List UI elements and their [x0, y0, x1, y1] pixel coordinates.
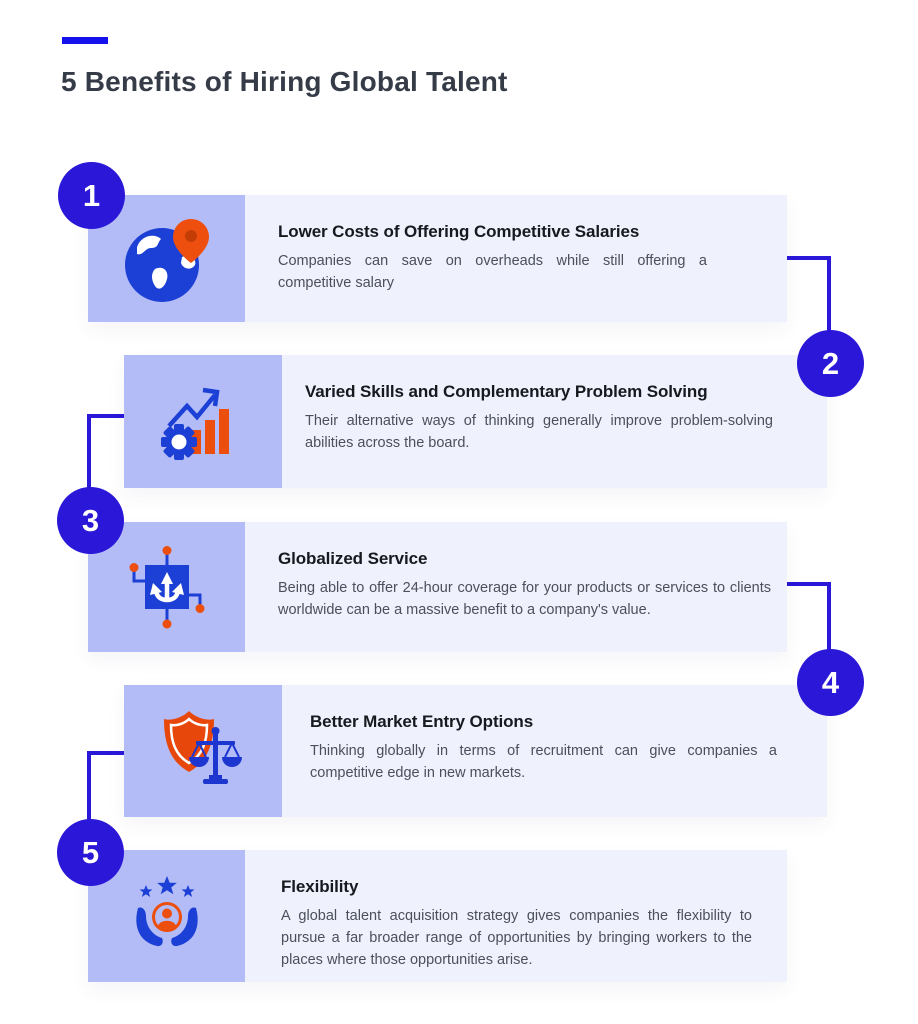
card-content-1: Lower Costs of Offering Competitive Sala… [245, 195, 787, 322]
icon-panel-2 [124, 355, 282, 488]
card-title: Flexibility [281, 877, 359, 896]
card-description: Being able to offer 24-hour coverage for… [278, 580, 771, 618]
icon-panel-4 [124, 685, 282, 817]
page-title: 5 Benefits of Hiring Global Talent [61, 66, 508, 97]
connector-card1-to-badge2 [787, 256, 831, 332]
connector-card3-to-badge4 [787, 582, 831, 651]
benefit-card-2: Varied Skills and Complementary Problem … [124, 355, 827, 488]
card-content-2: Varied Skills and Complementary Problem … [282, 355, 827, 488]
benefit-card-1: Lower Costs of Offering Competitive Sala… [88, 195, 787, 322]
number-badge-1: 1 [58, 162, 125, 229]
card-description: Their alternative ways of thinking gener… [305, 413, 773, 451]
number-badge-4: 4 [797, 649, 864, 716]
number-badge-3: 3 [57, 487, 124, 554]
number-badge-2: 2 [797, 330, 864, 397]
card-description: A global talent acquisition strategy giv… [281, 908, 752, 968]
icon-panel-1 [88, 195, 245, 322]
hands-talent-stars-icon [135, 876, 198, 947]
card-description: Companies can save on overheads while st… [278, 253, 707, 291]
card-content-4: Better Market Entry Options Thinking glo… [282, 685, 827, 817]
benefit-card-5: Flexibility A global talent acquisition … [88, 850, 787, 982]
connector-card4-to-badge5 [87, 751, 124, 821]
card-title: Better Market Entry Options [310, 712, 534, 731]
shield-scale-icon [164, 711, 242, 784]
card-title: Varied Skills and Complementary Problem … [305, 382, 708, 401]
card-content-3: Globalized Service Being able to offer 2… [245, 522, 787, 652]
benefit-card-3: Globalized Service Being able to offer 2… [88, 522, 787, 652]
network-branch-arrow-icon [129, 546, 204, 629]
card-content-5: Flexibility A global talent acquisition … [245, 850, 787, 982]
accent-dash [62, 37, 108, 44]
number-badge-5: 5 [57, 819, 124, 886]
connector-card2-to-badge3 [87, 414, 124, 489]
benefit-card-4: Better Market Entry Options Thinking glo… [124, 685, 827, 817]
globe-location-pin-icon [124, 218, 209, 302]
card-title: Lower Costs of Offering Competitive Sala… [278, 222, 640, 241]
growth-chart-gear-icon [161, 387, 229, 460]
card-title: Globalized Service [278, 549, 428, 568]
card-description: Thinking globally in terms of recruitmen… [310, 743, 777, 781]
